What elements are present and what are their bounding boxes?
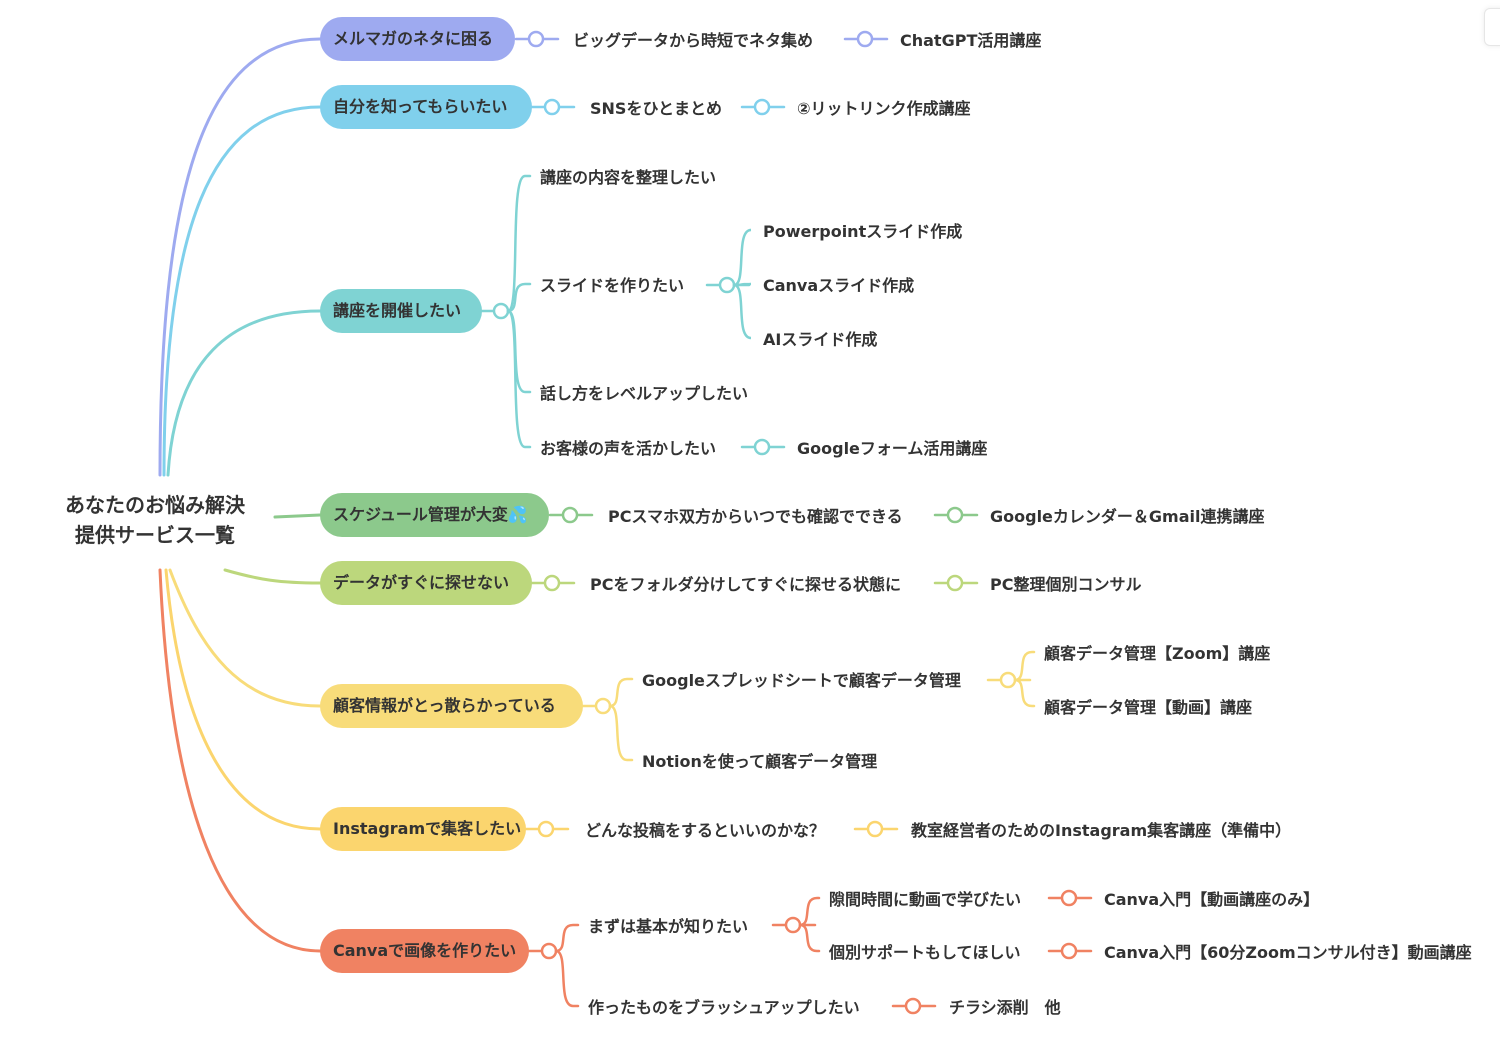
topic-node[interactable]: 話し方をレベルアップしたい [540, 384, 749, 403]
topic-node[interactable]: 隙間時間に動画で学びたい [829, 890, 1022, 909]
branch-node[interactable]: Canvaで画像を作りたい [320, 929, 529, 973]
collapse-toggle-icon[interactable] [540, 942, 558, 960]
topic-node[interactable]: AIスライド作成 [763, 330, 878, 349]
topic-node[interactable]: ChatGPT活用講座 [900, 31, 1042, 50]
connector-line [158, 37, 322, 477]
topic-node[interactable]: Googleスプレッドシートで顧客データ管理 [642, 671, 961, 690]
connector-line [506, 309, 532, 449]
branch-node[interactable]: 顧客情報がとっ散らかっている [320, 684, 583, 728]
root-title-line1: あなたのお悩み解決 [65, 493, 245, 517]
collapse-toggle-icon[interactable] [866, 820, 884, 838]
topic-node[interactable]: 作ったものをブラッシュアップしたい [588, 998, 860, 1017]
side-panel-toggle[interactable] [1484, 8, 1500, 46]
topic-node[interactable]: Googleフォーム活用講座 [797, 439, 988, 458]
branch-node[interactable]: 講座を開催したい [320, 289, 482, 333]
connector-line [1013, 678, 1036, 708]
topic-node[interactable]: Canvaスライド作成 [763, 276, 915, 295]
connector-line [162, 105, 322, 477]
topic-node[interactable]: Canva入門【60分Zoomコンサル付き】動画講座 [1104, 943, 1472, 962]
branch-node[interactable]: メルマガのネタに困る [320, 17, 515, 61]
collapse-toggle-icon[interactable] [1060, 889, 1078, 907]
connector-line [554, 949, 580, 1008]
collapse-toggle-icon[interactable] [946, 574, 964, 592]
collapse-toggle-icon[interactable] [543, 98, 561, 116]
collapse-toggle-icon[interactable] [718, 276, 736, 294]
branch-node[interactable]: 自分を知ってもらいたい [320, 85, 532, 129]
branch-node[interactable]: Instagramで集客したい [320, 807, 526, 851]
topic-node[interactable]: まずは基本が知りたい [588, 917, 749, 936]
connector-line [168, 568, 322, 708]
topic-node[interactable]: どんな投稿をするといいのかな？ [585, 821, 826, 840]
collapse-toggle-icon[interactable] [999, 671, 1017, 689]
collapse-toggle-icon[interactable] [753, 98, 771, 116]
connector-line [506, 309, 532, 394]
topic-node[interactable]: チラシ添削 他 [949, 998, 1061, 1017]
collapse-toggle-icon[interactable] [784, 916, 802, 934]
topic-node[interactable]: Notionを使って顧客データ管理 [642, 752, 878, 771]
topic-node[interactable]: PCスマホ双方からいつでも確認でできる [608, 507, 903, 526]
topic-node[interactable]: 個別サポートもしてほしい [829, 943, 1021, 962]
topic-node[interactable]: PCをフォルダ分けしてすぐに探せる状態に [590, 575, 901, 594]
topic-node[interactable]: SNSをひとまとめ [590, 99, 722, 118]
connector-line [608, 677, 634, 708]
connector-line [164, 568, 322, 831]
connector-line [506, 174, 532, 313]
collapse-toggle-icon[interactable] [594, 697, 612, 715]
topic-node[interactable]: お客様の声を活かしたい [540, 439, 717, 458]
collapse-toggle-icon[interactable] [946, 506, 964, 524]
connector-line [554, 923, 580, 953]
collapse-toggle-icon[interactable] [1060, 942, 1078, 960]
connector-line [223, 568, 322, 585]
collapse-toggle-icon[interactable] [904, 997, 922, 1015]
collapse-toggle-icon[interactable] [543, 574, 561, 592]
topic-node[interactable]: Canva入門【動画講座のみ】 [1104, 890, 1320, 909]
topic-node[interactable]: Powerpointスライド作成 [763, 222, 963, 241]
collapse-toggle-icon[interactable] [856, 30, 874, 48]
topic-node[interactable]: 顧客データ管理【動画】講座 [1044, 698, 1253, 717]
connector-line [166, 309, 322, 477]
connector-line [273, 513, 322, 519]
topic-node[interactable]: ②リットリンク作成講座 [797, 99, 971, 118]
branch-node[interactable]: スケジュール管理が大変💦 [320, 493, 549, 537]
root-node[interactable]: あなたのお悩み解決 提供サービス一覧 [40, 490, 270, 550]
topic-node[interactable]: Googleカレンダー＆Gmail連携講座 [990, 507, 1265, 526]
collapse-toggle-icon[interactable] [561, 506, 579, 524]
connector-line [608, 704, 634, 762]
topic-node[interactable]: 講座の内容を整理したい [540, 168, 717, 187]
connector-line [158, 568, 322, 953]
connector-line [732, 283, 752, 340]
connector-line [506, 282, 532, 313]
root-title-line2: 提供サービス一覧 [75, 523, 235, 547]
connector-line [732, 228, 752, 287]
topic-node[interactable]: 教室経営者のためのInstagram集客講座（準備中） [911, 821, 1292, 840]
collapse-toggle-icon[interactable] [492, 302, 510, 320]
connector-line [1013, 650, 1036, 682]
topic-node[interactable]: PC整理個別コンサル [990, 575, 1142, 594]
collapse-toggle-icon[interactable] [753, 438, 771, 456]
topic-node[interactable]: 顧客データ管理【Zoom】講座 [1044, 644, 1271, 663]
topic-node[interactable]: ビッグデータから時短でネタ集め [573, 31, 814, 50]
collapse-toggle-icon[interactable] [527, 30, 545, 48]
connector-line [798, 923, 821, 953]
connector-line [798, 896, 821, 927]
branch-node[interactable]: データがすぐに探せない [320, 561, 532, 605]
topic-node[interactable]: スライドを作りたい [540, 276, 685, 295]
collapse-toggle-icon[interactable] [537, 820, 555, 838]
